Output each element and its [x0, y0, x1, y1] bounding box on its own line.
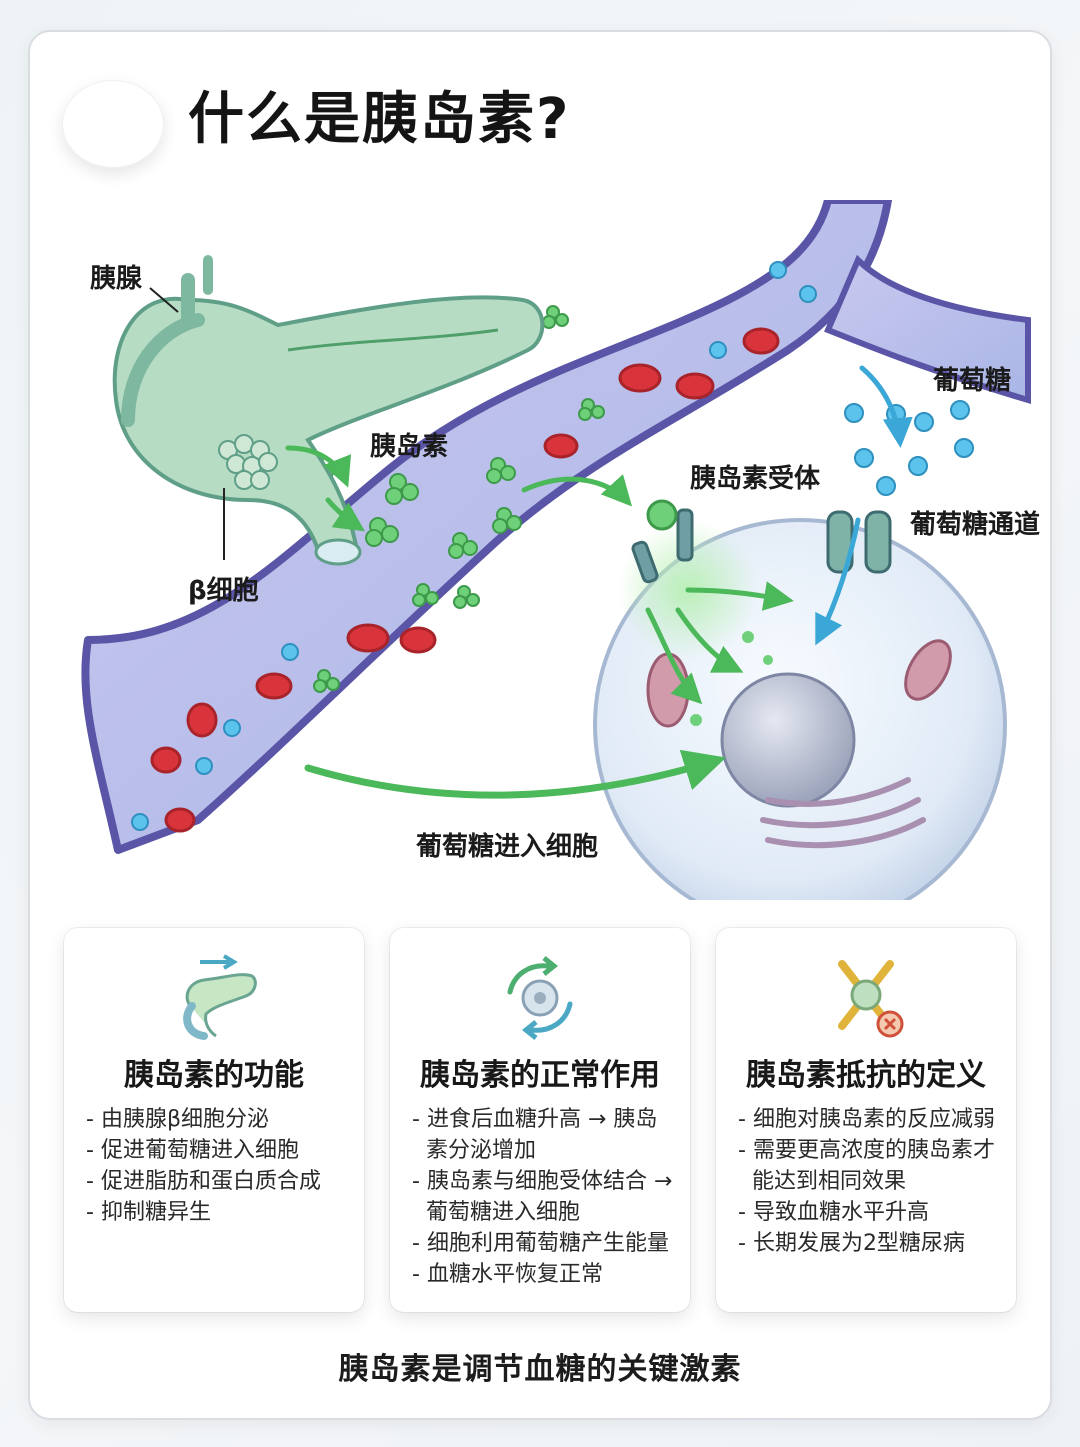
red-blood-cells: [150, 327, 780, 833]
list-item: 由胰腺β细胞分泌: [86, 1104, 352, 1135]
footer-summary: 胰岛素是调节血糖的关键激素: [338, 1352, 742, 1387]
leader-lines: [149, 287, 225, 560]
label-beta-cell: β细胞: [188, 576, 259, 606]
card-list-function: 由胰腺β细胞分泌 促进葡萄糖进入细胞 促进脂肪和蛋白质合成 抑制糖异生: [86, 1104, 352, 1228]
card-insulin-normal-action: 胰岛素的正常作用 进食后血糖升高 → 胰岛素分泌增加 胰岛素与细胞受体结合 → …: [390, 928, 690, 1312]
card-title-resistance: 胰岛素抵抗的定义: [746, 1058, 986, 1093]
insulin-receptors: [631, 499, 694, 584]
label-glucose-entry: 葡萄糖进入细胞: [416, 832, 599, 862]
pancreas-illustration: [112, 255, 545, 566]
card-insulin-function: 胰岛素的功能 由胰腺β细胞分泌 促进葡萄糖进入细胞 促进脂肪和蛋白质合成 抑制糖…: [64, 928, 364, 1312]
card-insulin-resistance: 胰岛素抵抗的定义 细胞对胰岛素的反应减弱 需要更高浓度的胰岛素才能达到相同效果 …: [716, 928, 1016, 1312]
list-item: 胰岛素与细胞受体结合 → 葡萄糖进入细胞: [412, 1166, 678, 1228]
title-badge: [62, 80, 164, 168]
list-item: 细胞对胰岛素的反应减弱: [738, 1104, 1004, 1135]
label-glucose: 葡萄糖: [933, 366, 1012, 396]
glucose-channel: [826, 510, 892, 574]
list-item: 血糖水平恢复正常: [412, 1259, 678, 1290]
blocked-key-icon: [838, 960, 904, 1038]
list-item: 进食后血糖升高 → 胰岛素分泌增加: [412, 1104, 678, 1166]
label-glucose-channel: 葡萄糖通道: [910, 510, 1041, 540]
insulin-diagram: [81, 200, 1031, 900]
list-item: 导致血糖水平升高: [738, 1197, 1004, 1228]
card-list-normal-action: 进食后血糖升高 → 胰岛素分泌增加 胰岛素与细胞受体结合 → 葡萄糖进入细胞 细…: [412, 1104, 678, 1290]
list-item: 长期发展为2型糖尿病: [738, 1228, 1004, 1259]
card-title-normal-action: 胰岛素的正常作用: [420, 1058, 660, 1093]
card-list-resistance: 细胞对胰岛素的反应减弱 需要更高浓度的胰岛素才能达到相同效果 导致血糖水平升高 …: [738, 1104, 1004, 1259]
list-item: 需要更高浓度的胰岛素才能达到相同效果: [738, 1135, 1004, 1197]
label-insulin: 胰岛素: [370, 432, 449, 462]
label-insulin-receptor: 胰岛素受体: [690, 464, 821, 494]
cycle-cell-icon: [507, 956, 573, 1040]
list-item: 促进葡萄糖进入细胞: [86, 1135, 352, 1166]
label-pancreas: 胰腺: [90, 264, 143, 294]
pancreas-icon: [183, 954, 257, 1040]
list-item: 促进脂肪和蛋白质合成: [86, 1166, 352, 1197]
flow-arrows: [285, 365, 913, 799]
card-title-function: 胰岛素的功能: [124, 1058, 304, 1093]
page-title: 什么是胰岛素?: [188, 87, 571, 152]
list-item: 细胞利用葡萄糖产生能量: [412, 1228, 678, 1259]
list-item: 抑制糖异生: [86, 1197, 352, 1228]
